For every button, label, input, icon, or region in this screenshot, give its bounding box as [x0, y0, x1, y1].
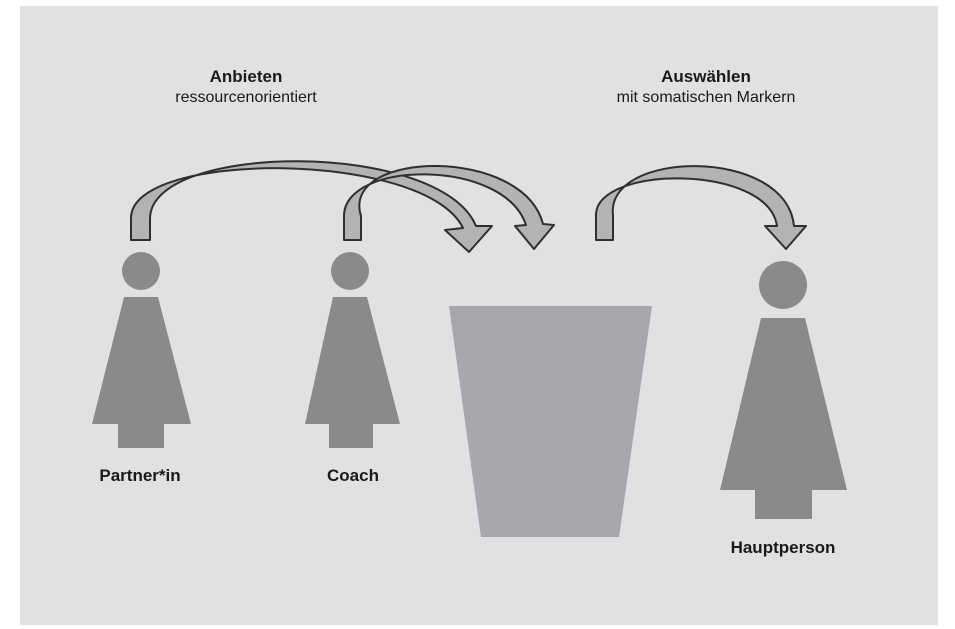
partner-figure [92, 252, 191, 448]
coach-figure [305, 252, 400, 448]
offer-title: Anbieten [209, 67, 283, 86]
main-person-label: Hauptperson [730, 538, 836, 557]
main-person-body [720, 318, 847, 490]
coach-body [305, 297, 400, 424]
coach-feet [329, 424, 373, 448]
partner-feet [118, 424, 164, 448]
arrow-partner-to-bucket [130, 160, 493, 253]
main-person-figure [720, 261, 847, 519]
select-subtitle: mit somatischen Markern [616, 89, 796, 106]
partner-body [92, 297, 191, 424]
coach-label: Coach [327, 466, 379, 485]
partner-label: Partner*in [99, 466, 181, 485]
arrow-coach-to-bucket [343, 165, 555, 250]
offer-subtitle: ressourcenorientiert [175, 89, 317, 106]
partner-head [122, 252, 160, 290]
main-person-head [759, 261, 807, 309]
resource-bucket [449, 306, 652, 537]
select-title: Auswählen [661, 67, 751, 86]
coach-head [331, 252, 369, 290]
main-person-feet [755, 490, 812, 519]
arrow-bucket-to-main [595, 165, 807, 250]
